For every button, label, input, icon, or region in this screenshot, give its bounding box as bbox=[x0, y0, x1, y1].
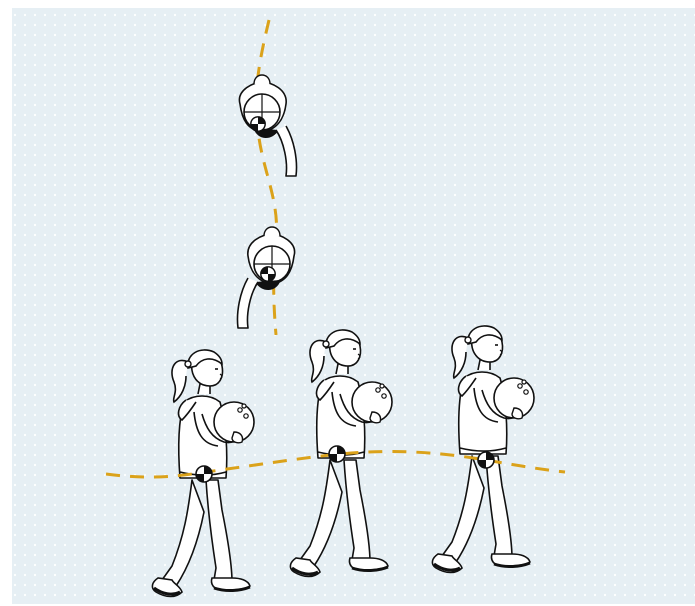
center-of-mass-icon bbox=[478, 452, 494, 468]
center-of-mass-icon bbox=[329, 446, 345, 462]
center-of-mass-icon bbox=[196, 466, 212, 482]
